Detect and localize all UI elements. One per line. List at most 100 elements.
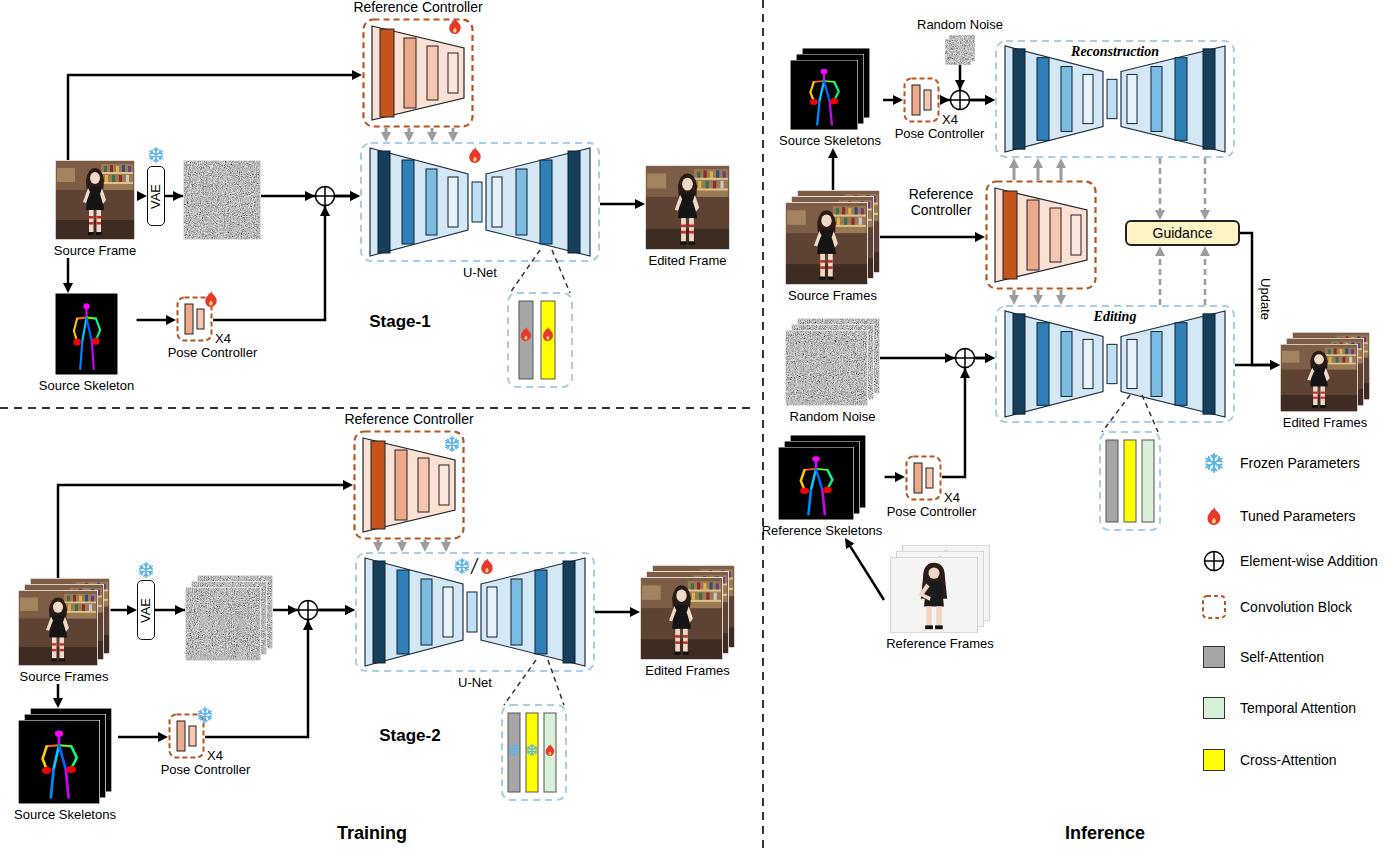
parameter-icon <box>150 148 162 162</box>
label-slot: Edited Frame <box>648 253 726 268</box>
network-block <box>905 79 939 122</box>
label-slot: Source Skeletons <box>14 807 116 822</box>
legend-text: Temporal Attention <box>1240 700 1356 717</box>
parameter-icon <box>546 744 555 756</box>
legend-slot: Temporal Attention <box>1240 700 1356 717</box>
parameter-icon <box>140 563 152 577</box>
reference-skeletons: Reference Skeletons <box>760 435 885 538</box>
node-label: U-Net <box>458 675 492 690</box>
connector <box>1013 290 1016 298</box>
guidance-box: Guidance <box>1125 220 1240 246</box>
reconstruction-unet: Reconstruction <box>995 40 1235 158</box>
node-label: Edited Frame <box>648 253 726 268</box>
noise-image <box>185 587 261 661</box>
legend-slot: Convolution Block <box>1240 599 1352 616</box>
arrow-head <box>173 191 183 201</box>
node-label: Source Skeleton <box>39 378 134 393</box>
editing-unet: Editing <box>995 305 1235 423</box>
skeleton-image <box>18 720 100 804</box>
connector <box>885 476 899 479</box>
label-slot: X4 <box>207 748 223 763</box>
arrow-head <box>940 95 950 105</box>
frame-image <box>890 557 978 633</box>
parameter-icon <box>446 437 458 451</box>
label-slot: Edited Frames <box>1283 415 1368 430</box>
node-label: Pose Controller <box>168 345 258 360</box>
connector <box>431 128 434 135</box>
parameter-icon <box>481 558 492 574</box>
legend-text: Element-wise Addition <box>1240 553 1378 570</box>
connector <box>408 128 411 135</box>
label-slot: Random Noise <box>790 409 876 424</box>
legend-symbol <box>1203 596 1225 618</box>
label-slot: Inference <box>1065 822 1145 844</box>
node-label: Reference Frames <box>886 636 994 651</box>
attention-inset <box>502 293 1160 800</box>
zoom-line <box>1102 395 1158 432</box>
connector <box>118 736 161 739</box>
skeleton-image <box>18 48 870 804</box>
label-slot: Stage-1 <box>369 312 430 332</box>
stage-title: Inference <box>1065 822 1145 844</box>
label-slot: Reference Controller <box>903 186 979 218</box>
arrow-head <box>960 368 970 378</box>
zoom-line <box>510 250 570 293</box>
label-slot: Pose Controller <box>887 504 977 519</box>
connector <box>942 358 988 477</box>
network-block <box>356 553 594 671</box>
connector <box>401 540 404 545</box>
node-label: Pose Controller <box>887 504 977 519</box>
connector <box>880 236 978 239</box>
frame-image <box>55 160 135 240</box>
node-label: Editing <box>1094 309 1137 325</box>
legend-slot: Cross-Attention <box>1240 752 1336 769</box>
connector <box>1060 165 1063 180</box>
network-block <box>987 182 1096 289</box>
attention-inset <box>526 713 538 792</box>
parameter-icon <box>469 147 480 163</box>
label-slot: Random Noise <box>917 17 1003 32</box>
repeat-count: X4 <box>944 490 960 505</box>
label-slot: Reference Skeletons <box>762 523 883 538</box>
label-slot: Pose Controller <box>895 126 985 141</box>
connector <box>452 128 455 135</box>
reference-frames: Reference Frames <box>884 545 996 651</box>
node-label: Pose Controller <box>895 126 985 141</box>
legend-symbol <box>1203 454 1225 618</box>
parameter-icon <box>509 745 518 756</box>
attention-inset <box>519 301 533 379</box>
connector <box>1235 364 1273 367</box>
attention-inset <box>541 301 555 379</box>
connector <box>137 319 170 322</box>
label-slot: Stage-2 <box>379 726 440 746</box>
skeleton-image <box>790 60 858 130</box>
noise-image <box>945 39 971 65</box>
node-label: VAE <box>139 597 154 622</box>
stage-title: Stage-2 <box>379 726 440 746</box>
legend-text: Tuned Parameters <box>1240 508 1355 525</box>
arrow-head <box>288 605 298 615</box>
connector <box>832 155 835 190</box>
parameter-icon <box>521 327 531 341</box>
pose-controller: X4Pose Controller <box>168 713 205 759</box>
parameter-icon <box>199 708 211 722</box>
edited-frames: Edited Frames <box>640 565 735 678</box>
unet-box: U-Net <box>355 552 595 672</box>
frame-image <box>18 160 1370 666</box>
label-slot: VAE <box>143 189 168 204</box>
random-noise: Random Noise <box>915 17 1005 65</box>
label-slot: Reconstruction <box>1071 44 1159 60</box>
edited-frames: Edited Frames <box>1280 332 1370 430</box>
attention-inset <box>1142 440 1154 522</box>
label-slot: Source Frame <box>54 243 136 258</box>
connector <box>111 609 131 612</box>
repeat-count: X4 <box>215 331 231 346</box>
edge-label: Update <box>1258 278 1273 320</box>
node-label: Source Frames <box>20 669 109 684</box>
node-label: Source Skeletons <box>779 133 881 148</box>
reference-controller: Reference Controller <box>362 18 474 128</box>
